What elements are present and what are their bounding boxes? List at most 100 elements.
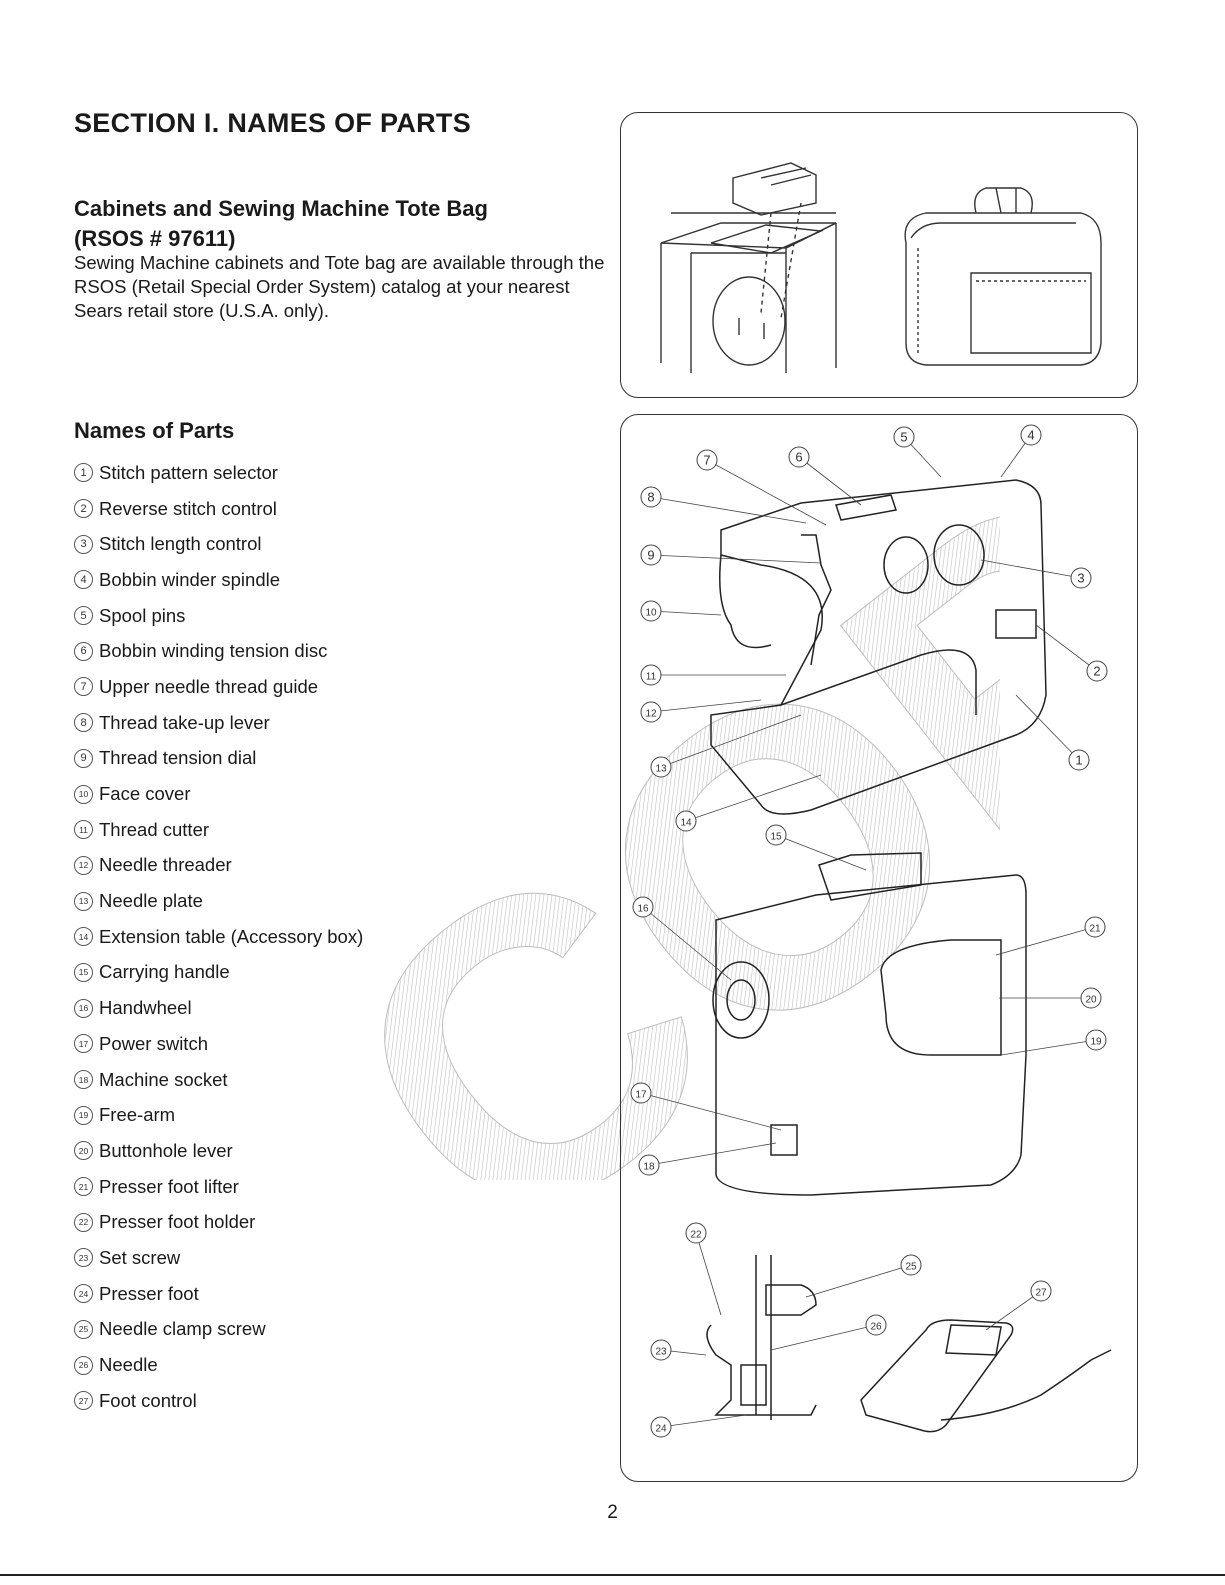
callout-leader-line	[805, 1264, 912, 1298]
callout-circle	[1084, 916, 1106, 938]
callout-leader-line	[770, 1324, 877, 1351]
part-number-badge: 25	[74, 1319, 93, 1339]
part-label: Needle threader	[99, 854, 232, 876]
callout-circle	[1080, 987, 1102, 1009]
callout-number: 2	[1093, 664, 1100, 679]
callout-circle	[650, 756, 672, 778]
part-label: Bobbin winder spindle	[99, 568, 281, 590]
callout-leader-line	[1000, 1039, 1097, 1056]
callout-circle	[765, 824, 787, 846]
callout-24: 24	[650, 1414, 747, 1438]
callout-leader-line	[775, 834, 867, 871]
part-number-badge: 13	[74, 891, 93, 911]
callout-circle	[640, 701, 662, 723]
cabinets-body: Sewing Machine cabinets and Tote bag are…	[74, 252, 605, 321]
part-label: Stitch length control	[99, 533, 262, 555]
foot-control-drawing	[860, 1319, 1112, 1433]
part-label: Machine socket	[99, 1068, 228, 1090]
callout-21: 21	[995, 916, 1106, 956]
page-number: 2	[607, 1502, 618, 1523]
part-number-badge: 18	[74, 1070, 93, 1090]
callout-leader-line	[650, 496, 807, 524]
part-label: Presser foot lifter	[99, 1175, 239, 1197]
part-number-badge: 2	[74, 499, 93, 519]
callout-circle	[1085, 1029, 1107, 1051]
callout-leader-line	[798, 456, 862, 506]
callout-circle	[632, 896, 654, 918]
callout-number: 26	[870, 1322, 882, 1333]
cabinets-heading-line2: (RSOS # 97611)	[74, 226, 236, 251]
part-number-badge: 27	[74, 1391, 93, 1411]
callout-6: 6	[788, 446, 862, 506]
machine-parts-diagram: 1234567891011121314151617181920212223242…	[630, 424, 1112, 1438]
callout-20: 20	[999, 987, 1102, 1009]
machine-front-drawing	[710, 479, 1047, 815]
callout-3: 3	[980, 559, 1092, 589]
part-item: 24 Presser foot	[74, 1276, 363, 1312]
part-label: Spool pins	[99, 604, 186, 626]
callout-circle	[900, 1254, 922, 1276]
callout-26: 26	[770, 1314, 887, 1351]
callout-circle	[893, 426, 915, 448]
callout-leader-line	[1015, 694, 1080, 761]
callout-number: 6	[795, 450, 802, 465]
callout-22: 22	[685, 1222, 722, 1316]
part-number-badge: 21	[74, 1177, 93, 1197]
callout-leader-line	[648, 1142, 777, 1166]
part-number-badge: 19	[74, 1105, 93, 1125]
part-number-badge: 17	[74, 1034, 93, 1054]
callout-number: 18	[643, 1162, 655, 1173]
part-number-badge: 24	[74, 1284, 93, 1304]
diagram-callouts: 1234567891011121314151617181920212223242…	[630, 424, 1108, 1438]
names-of-parts-heading: Names of Parts	[74, 418, 235, 443]
callout-10: 10	[640, 600, 722, 622]
callout-leader-line	[642, 906, 732, 981]
callout-number: 10	[645, 608, 657, 619]
callout-18: 18	[638, 1142, 777, 1176]
callout-circle	[1070, 567, 1092, 589]
callout-leader-line	[980, 559, 1082, 579]
part-label: Presser foot	[99, 1282, 199, 1304]
callout-leader-line	[995, 926, 1096, 956]
callout-number: 17	[635, 1090, 647, 1101]
callout-13: 13	[650, 714, 802, 778]
part-number-badge: 6	[74, 641, 93, 661]
callout-circle	[788, 446, 810, 468]
callout-number: 21	[1089, 924, 1101, 935]
part-number-badge: 14	[74, 927, 93, 947]
part-label: Needle clamp screw	[99, 1318, 266, 1340]
part-label: Free-arm	[99, 1104, 176, 1126]
callout-27: 27	[985, 1280, 1052, 1331]
callout-19: 19	[1000, 1029, 1107, 1056]
callout-4: 4	[1000, 424, 1042, 478]
part-number-badge: 1	[74, 463, 93, 483]
part-item: 18 Machine socket	[74, 1062, 363, 1098]
callout-number: 13	[655, 764, 667, 775]
part-label: Set screw	[99, 1246, 181, 1268]
callout-leader-line	[640, 1092, 782, 1131]
callout-number: 15	[770, 832, 782, 843]
callout-circle	[685, 1222, 707, 1244]
part-item: 25 Needle clamp screw	[74, 1312, 363, 1348]
callout-circle	[1068, 749, 1090, 771]
part-number-badge: 10	[74, 784, 93, 804]
callout-circle	[865, 1314, 887, 1336]
callout-leader-line	[685, 774, 822, 822]
part-label: Thread take-up lever	[99, 711, 270, 733]
part-label: Power switch	[99, 1032, 208, 1054]
callout-15: 15	[765, 824, 867, 871]
callout-number: 19	[1090, 1037, 1102, 1048]
